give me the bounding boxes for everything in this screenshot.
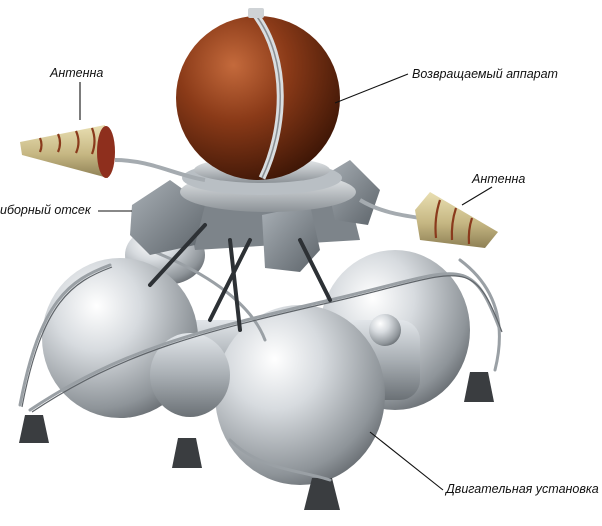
label-descent-capsule: Возвращаемый аппарат	[412, 67, 558, 81]
label-propulsion-unit: Двигательная установка	[446, 482, 599, 496]
left-antenna	[20, 125, 205, 180]
propulsion-unit	[19, 225, 502, 510]
label-instrument-compartment: иборный отсек	[0, 203, 91, 217]
label-antenna-right: Антенна	[472, 172, 525, 186]
descent-capsule	[176, 8, 340, 180]
right-antenna	[360, 192, 498, 248]
label-antenna-left: Антенна	[50, 66, 103, 80]
